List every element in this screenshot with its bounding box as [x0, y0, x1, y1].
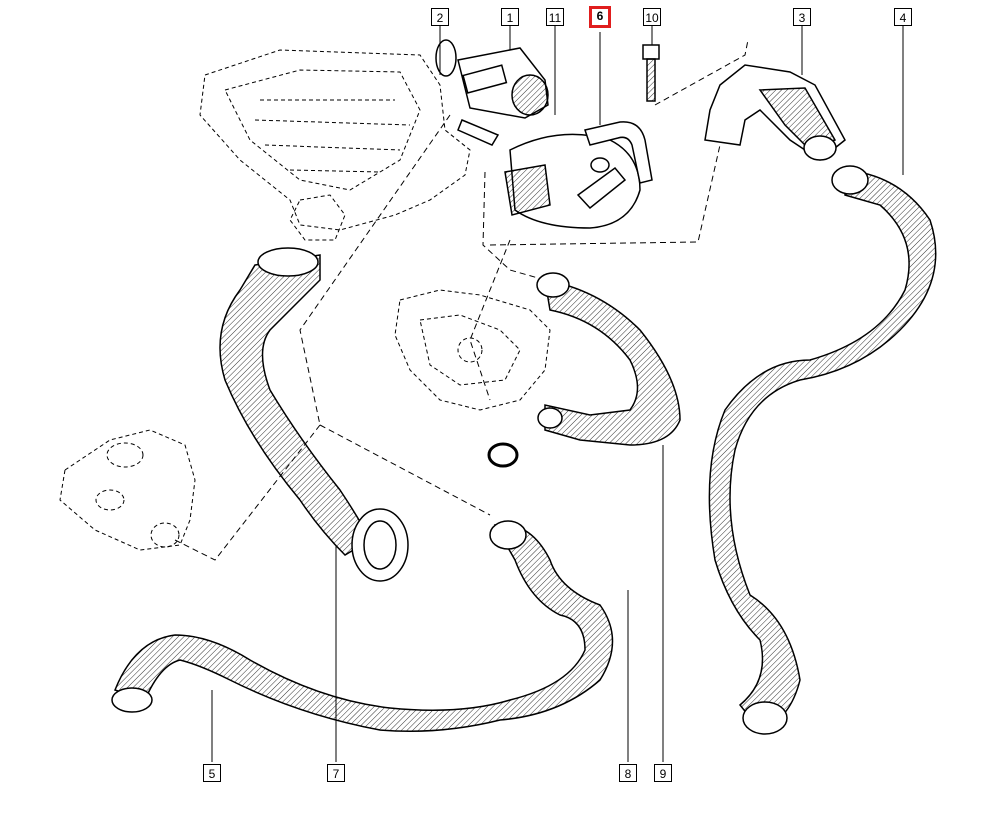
callout-2: 2 [431, 8, 449, 26]
callout-6-highlighted: 6 [589, 6, 611, 28]
hose-end-top [831, 165, 869, 195]
hose-long-right [708, 169, 937, 731]
hose-left-flange [351, 508, 409, 582]
hose-middle [544, 279, 681, 446]
seal-ring [487, 442, 519, 468]
throttle-body [457, 47, 549, 146]
callout-9: 9 [654, 764, 672, 782]
hose-middle-end-a [536, 272, 570, 298]
callout-5: 5 [203, 764, 221, 782]
hose-middle-end-b [537, 407, 563, 429]
hose-left-end [257, 247, 319, 277]
callout-8: 8 [619, 764, 637, 782]
hose-bottom [114, 523, 614, 732]
callout-11: 11 [546, 8, 564, 26]
hose-bottom-end-a [489, 520, 527, 550]
callout-1: 1 [501, 8, 519, 26]
hose-end-bottom [742, 701, 788, 735]
callout-10: 10 [643, 8, 661, 26]
hose-left [219, 254, 371, 556]
callout-leaders [211, 26, 904, 762]
leader-lines [174, 39, 749, 561]
pipe-junction-ghost [59, 429, 196, 551]
gasket-ring [435, 39, 457, 77]
callout-3: 3 [793, 8, 811, 26]
hose-bottom-end-b [111, 687, 153, 713]
bolt [642, 44, 660, 102]
callout-4: 4 [894, 8, 912, 26]
callout-7: 7 [327, 764, 345, 782]
intake-elbow [504, 121, 653, 229]
thermostat-housing-ghost [394, 289, 551, 411]
hose-elbow-small [704, 64, 846, 161]
engine-block-ghost [199, 49, 471, 241]
